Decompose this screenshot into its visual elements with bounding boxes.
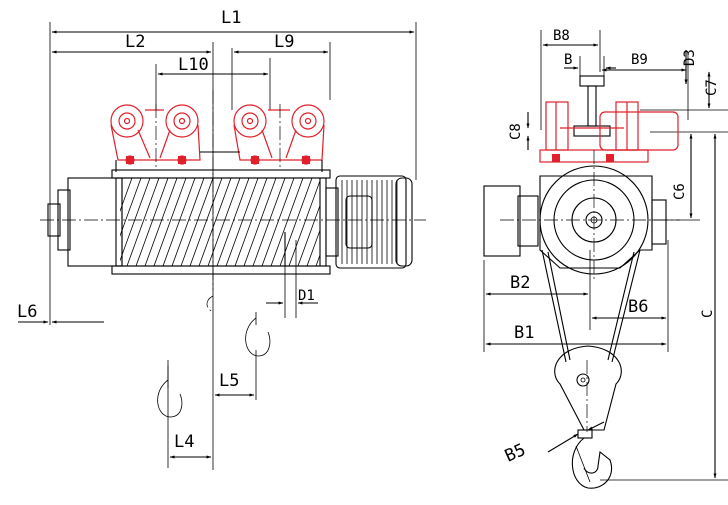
dim-label-L9: L9 — [274, 32, 294, 52]
dim-label-B6: B6 — [628, 297, 648, 317]
dim-label-B8: B8 — [553, 28, 570, 44]
hoist-end-body — [483, 150, 680, 280]
dim-label-L5: L5 — [219, 371, 239, 391]
dim-label-B1: B1 — [514, 323, 534, 343]
side-view: L1 L2 L9 L10 L6 D1 L5 L4 — [17, 8, 426, 470]
dim-label-D3: D3 — [682, 49, 698, 66]
dim-label-D1: D1 — [298, 288, 315, 304]
motor-cooling-fins — [341, 180, 398, 264]
end-view: B8 B B9 D3 C7 C6 C C8 B2 B6 B1 B5 — [483, 28, 728, 489]
hoist-motor — [325, 175, 413, 269]
hook-block — [554, 345, 622, 489]
dim-label-L4: L4 — [174, 432, 194, 452]
dim-label-L1: L1 — [221, 8, 241, 28]
dim-label-C6: C6 — [672, 183, 688, 200]
end-extension-lines — [483, 30, 728, 481]
center-lines — [40, 90, 426, 290]
hooks — [157, 295, 271, 418]
dim-label-L10: L10 — [178, 55, 209, 75]
dim-label-L2: L2 — [125, 32, 145, 52]
hoist-ropes — [541, 249, 641, 363]
dim-label-C8: C8 — [508, 123, 524, 140]
dim-label-B9: B9 — [631, 52, 648, 68]
dim-label-L6: L6 — [17, 302, 37, 322]
rail-beam — [573, 75, 611, 137]
hoist-drum — [47, 177, 327, 267]
dim-label-B: B — [564, 52, 572, 68]
dim-label-B5: B5 — [502, 440, 529, 467]
dim-label-B2: B2 — [510, 273, 530, 293]
dim-label-C: C — [700, 310, 716, 318]
trolley-wheels — [110, 104, 325, 168]
drum-rope-hatch — [120, 178, 320, 266]
dim-label-C7: C7 — [704, 79, 720, 96]
